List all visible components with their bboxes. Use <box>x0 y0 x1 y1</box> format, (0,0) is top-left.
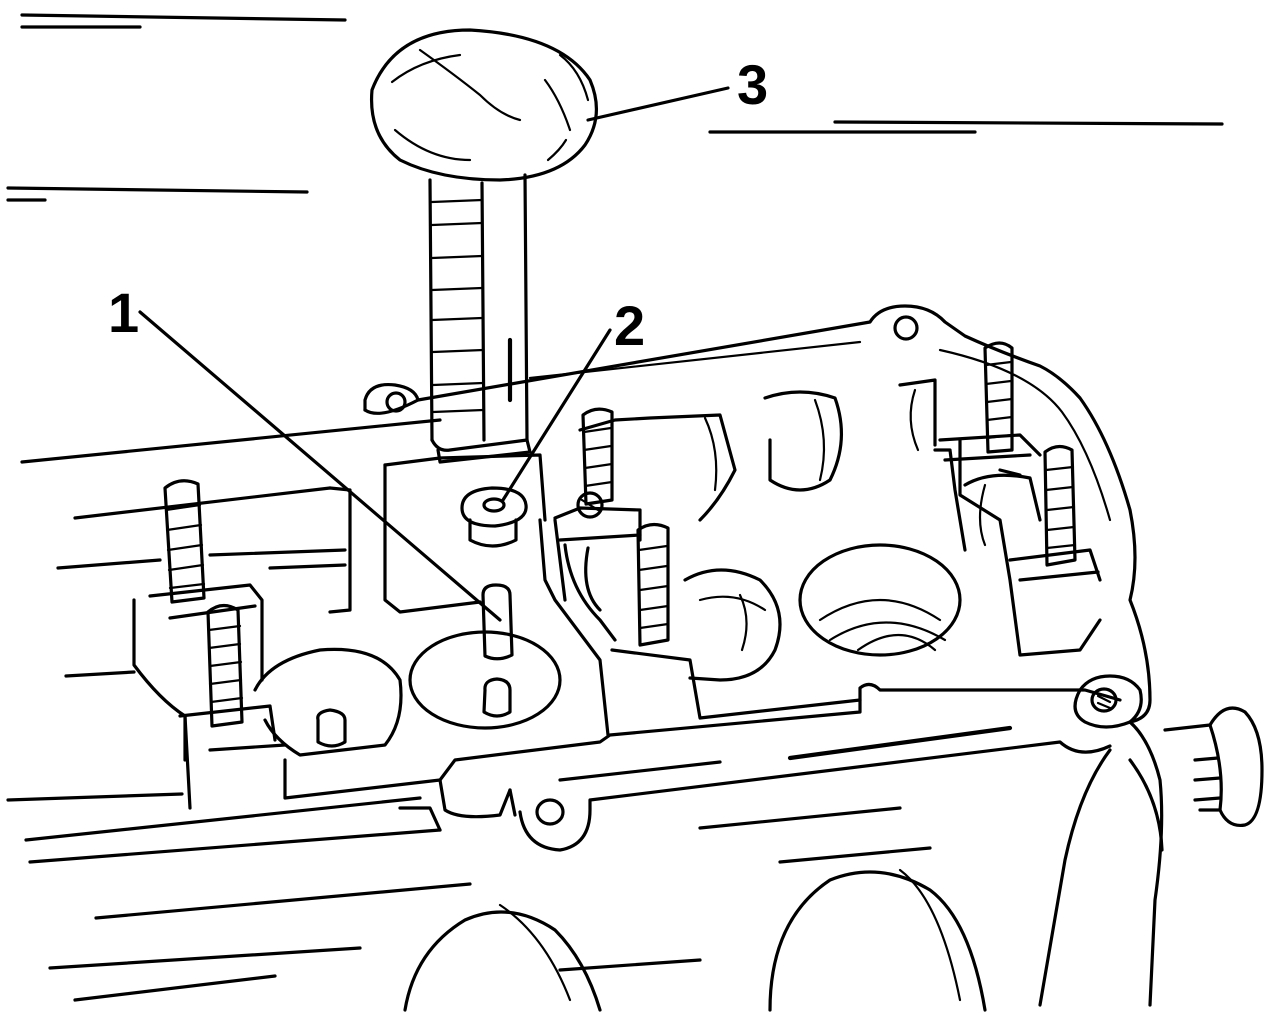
valve-area-walls <box>208 438 1102 737</box>
cylinder-bores <box>403 868 987 1012</box>
callout-label-2: 2 <box>614 294 645 357</box>
leader-line-3 <box>586 86 730 122</box>
combustion-chambers <box>253 378 962 757</box>
valve-guide-seal-2 <box>460 486 528 548</box>
stud-right-rear <box>938 341 1042 462</box>
stud-center <box>576 407 614 519</box>
callout-leaders <box>138 86 730 622</box>
leader-line-2 <box>501 328 612 502</box>
callout-label-3: 3 <box>737 53 768 116</box>
callout-label-1: 1 <box>108 281 139 344</box>
stud-left-rear <box>163 479 206 604</box>
stud-right-front <box>963 444 1102 582</box>
right-mount-bracket <box>1038 674 1264 1007</box>
callout-labels: 1 2 3 <box>108 53 768 357</box>
threaded-studs <box>148 341 1102 742</box>
stud-center-front <box>553 506 670 647</box>
valve-stems <box>460 486 528 661</box>
leader-line-1 <box>138 310 502 622</box>
cylinder-head-body <box>132 304 1152 852</box>
valve-stem-1 <box>481 583 514 661</box>
stud-left-front <box>148 583 277 742</box>
valve-tool-handle <box>369 28 599 464</box>
background-hatch-lines <box>6 13 1224 1002</box>
